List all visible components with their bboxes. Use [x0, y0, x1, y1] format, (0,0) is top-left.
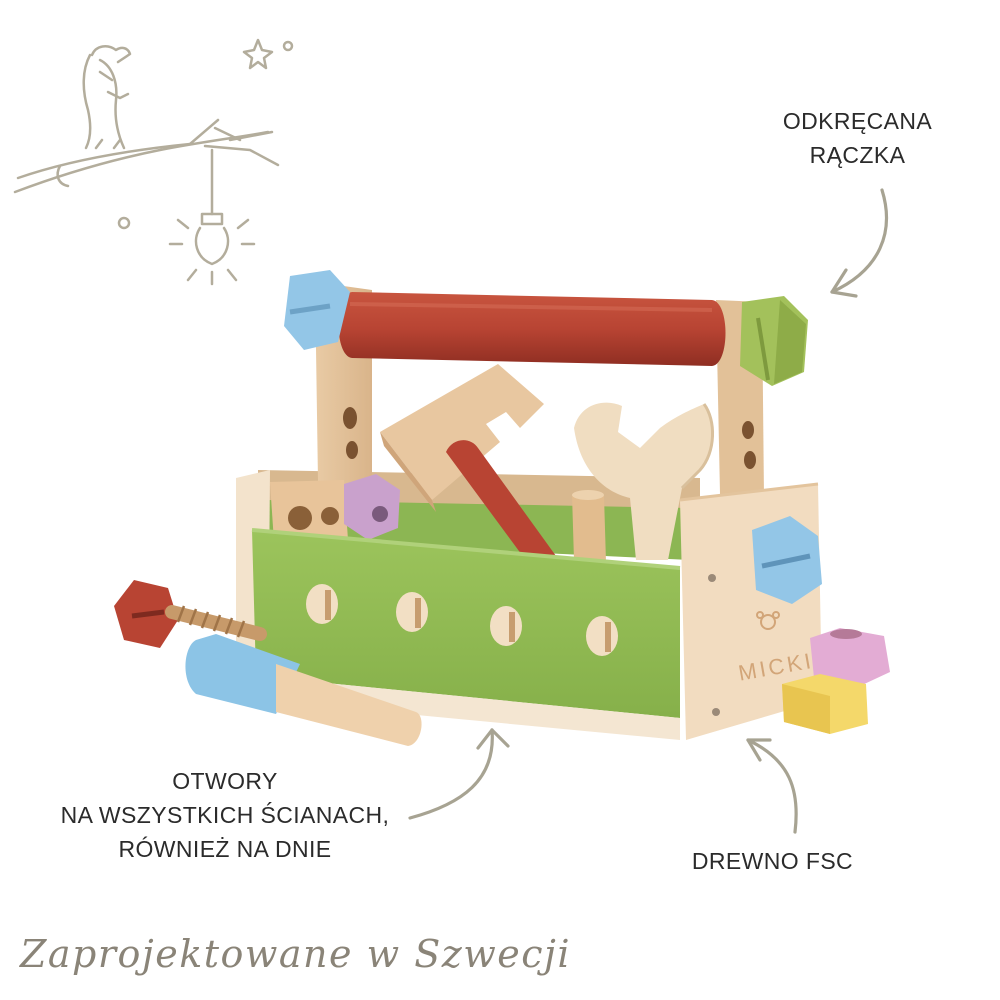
arrow-to-handle	[830, 188, 889, 298]
box-bottom-plank	[256, 676, 680, 740]
holes-label-line-3: RÓWNIEŻ NA DNIE	[118, 836, 332, 862]
handle-label: ODKRĘCANA RĄCZKA	[745, 104, 970, 172]
holes-label-line-1: OTWORY	[172, 768, 278, 794]
brand-bear-logo	[756, 611, 780, 630]
tagline: Zaprojektowane w Szwecji	[20, 932, 571, 976]
wooden-wrench	[574, 402, 713, 560]
red-hammer-handle	[446, 440, 556, 566]
box-front-green-panel	[252, 530, 680, 718]
front-panel-holes	[306, 584, 618, 656]
arrow-to-fsc	[746, 738, 798, 834]
pink-hex-nut	[810, 628, 890, 686]
screwdriver-handle	[185, 634, 300, 714]
screwdriver-shaft	[276, 664, 422, 746]
holes-label: OTWORY NA WSZYSTKICH ŚCIANACH, RÓWNIEŻ N…	[10, 764, 440, 866]
wooden-hammer-head	[380, 364, 544, 500]
squirrel-branch-doodle	[13, 38, 294, 286]
handle-label-line-2: RĄCZKA	[809, 142, 906, 168]
fsc-label: DREWNO FSC	[691, 848, 854, 874]
handle-label-line-1: ODKRĘCANA	[782, 108, 933, 134]
wooden-peg	[572, 494, 606, 562]
lilac-hex-nut	[344, 474, 400, 540]
arrow-to-holes	[408, 728, 510, 820]
holes-label-line-2: NA WSZYSTKICH ŚCIANACH,	[60, 802, 390, 828]
